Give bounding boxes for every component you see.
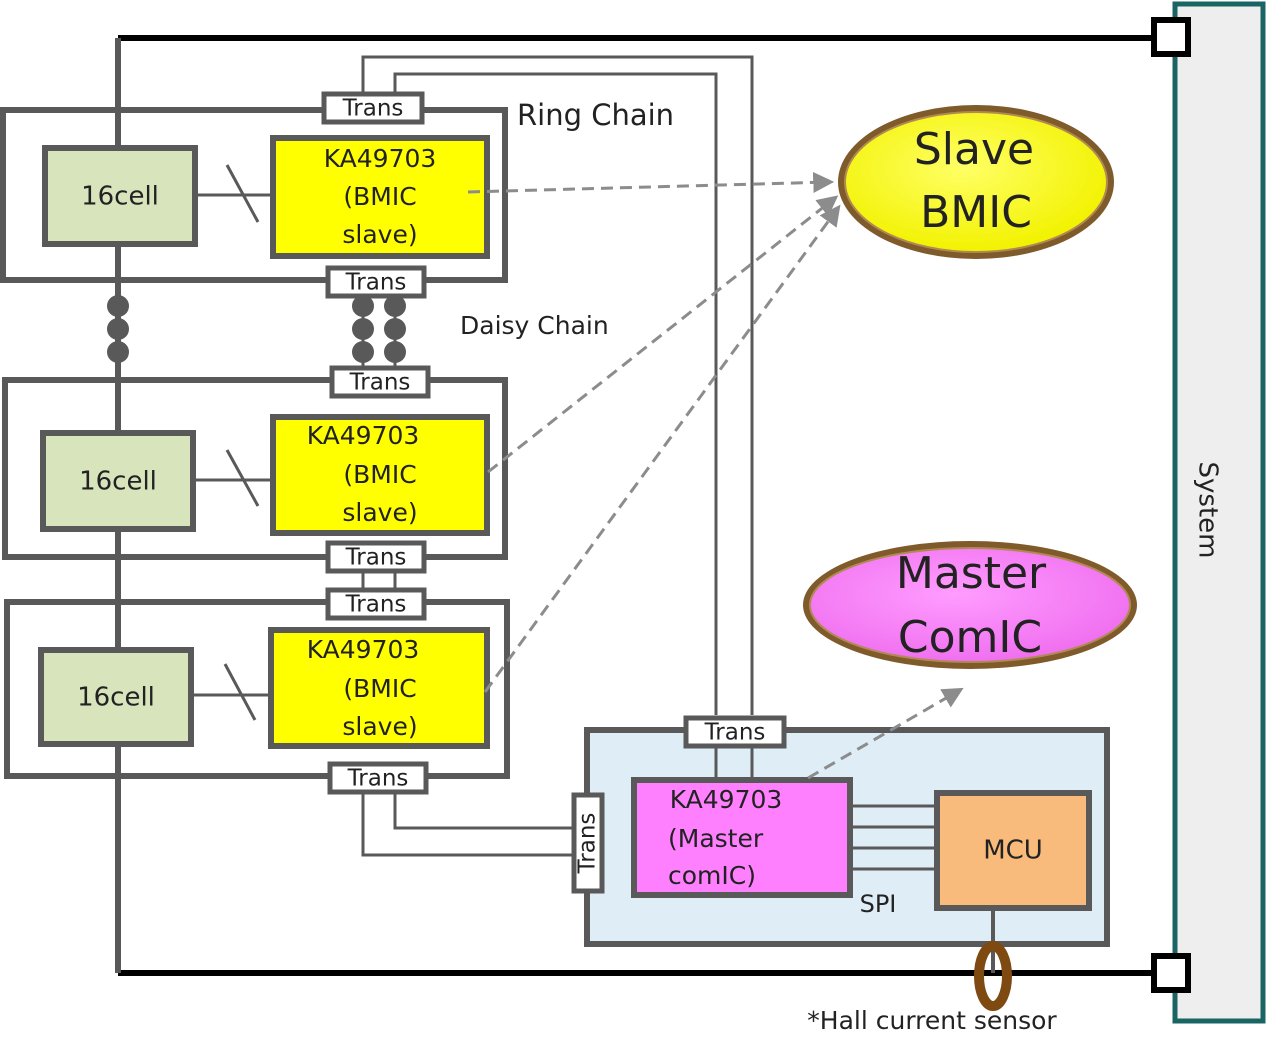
master-trans-top — [683, 715, 787, 749]
arrow-slave-2 — [487, 195, 839, 474]
module-frame — [0, 107, 508, 283]
module-frame — [2, 377, 508, 560]
chip-part-number: KA49703 — [307, 635, 420, 664]
trans-label: Trans — [349, 370, 411, 396]
trans-label: Trans — [704, 720, 766, 746]
master-comic-ellipse — [809, 547, 1131, 663]
trans-label: Trans — [345, 270, 407, 296]
master-comic-chip — [631, 777, 853, 898]
chip-role: slave) — [342, 498, 417, 527]
cell-block — [38, 647, 194, 747]
chip-part-number: KA49703 — [324, 144, 437, 173]
bus-terminal-top — [1151, 17, 1191, 57]
mcu-label: MCU — [983, 836, 1043, 866]
bus-terminal-bottom — [1151, 953, 1191, 993]
trans-label: Trans — [575, 813, 601, 875]
trans-top — [325, 587, 427, 621]
chip-role: slave) — [342, 712, 417, 741]
system-bar — [1172, 1, 1266, 1024]
slave-bmic-ellipse — [844, 111, 1108, 253]
system-label: System — [1193, 462, 1223, 559]
trans-top — [321, 91, 425, 125]
master-comic-callout: Master ComIC — [803, 541, 1137, 669]
slave-module-3: 16cell KA49703 (BMIC slave) Trans Trans — [4, 587, 510, 795]
spi-label: SPI — [860, 890, 897, 918]
cell-label: 16cell — [81, 182, 159, 212]
slave-bmic-callout: Slave BMIC — [838, 105, 1114, 259]
arrow-slave-3 — [483, 204, 841, 693]
module-frame — [4, 599, 510, 779]
slave-callout-line1: Slave — [914, 124, 1034, 175]
chip-role: comIC) — [668, 861, 756, 890]
hall-sensor-label: *Hall current sensor — [807, 1006, 1057, 1035]
cell-block — [42, 145, 198, 247]
bmic-slave-chip — [268, 627, 490, 749]
trans-label: Trans — [347, 766, 409, 792]
trans-label: Trans — [342, 96, 404, 122]
slave-module-1: 16cell KA49703 (BMIC slave) Trans Trans — [0, 91, 508, 299]
cell-label: 16cell — [79, 467, 157, 497]
ring-chain-label: Ring Chain — [517, 98, 674, 132]
bmic-slave-chip — [270, 135, 490, 259]
hall-sensor-icon — [974, 941, 1012, 1011]
arrow-master — [807, 687, 964, 780]
slave-module-2: 16cell KA49703 (BMIC slave) Trans Trans — [2, 365, 508, 574]
arrow-slave-1 — [467, 171, 835, 194]
cell-label: 16cell — [77, 683, 155, 713]
trans-label: Trans — [345, 545, 407, 571]
trans-top — [329, 365, 431, 399]
trans-bottom — [327, 761, 429, 795]
trans-label: Trans — [345, 592, 407, 618]
callout-arrows — [467, 171, 964, 780]
slave-callout-line2: BMIC — [920, 187, 1032, 238]
daisy-chain-dots — [107, 295, 406, 363]
cell-block — [40, 430, 196, 532]
master-trans-side — [571, 792, 605, 894]
chip-role: (BMIC — [343, 674, 416, 703]
daisy-chain-label: Daisy Chain — [460, 311, 609, 340]
trans-bottom — [325, 265, 427, 299]
bmic-slave-chip — [270, 414, 490, 536]
chip-role: (BMIC — [343, 460, 416, 489]
chip-role: (BMIC — [343, 182, 416, 211]
master-callout-line1: Master — [896, 548, 1047, 599]
chip-part-number: KA49703 — [670, 785, 783, 814]
trans-bottom — [325, 540, 427, 574]
chip-part-number: KA49703 — [307, 421, 420, 450]
master-module: Trans Trans KA49703 (Master comIC) SPI M… — [571, 715, 1110, 947]
master-callout-line2: ComIC — [898, 612, 1042, 663]
spi-bus — [850, 804, 937, 871]
mcu-block — [934, 790, 1092, 911]
chip-role: slave) — [342, 220, 417, 249]
chip-role: (Master — [668, 824, 764, 853]
